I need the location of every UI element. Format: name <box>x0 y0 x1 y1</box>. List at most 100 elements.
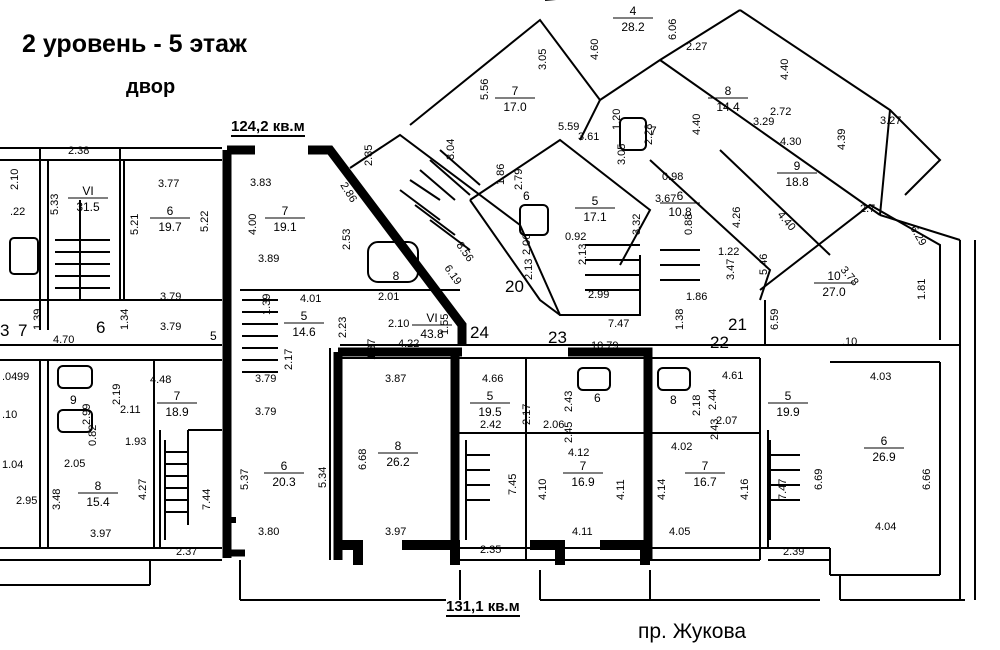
dimension-label: 4.60 <box>589 39 601 60</box>
dimension-label: 3.29 <box>753 116 774 128</box>
street-label: пр. Жукова <box>638 620 747 643</box>
area-bottom-label: 131,1 кв.м <box>446 598 520 617</box>
dimension-label: 4.00 <box>247 214 259 235</box>
dimension-label: 5.56 <box>479 79 491 100</box>
dimension-label: 2.06 <box>543 419 564 431</box>
dimension-label: 4.61 <box>722 370 743 382</box>
dimension-label: 2.45 <box>563 422 575 443</box>
dimension-label: 3.05 <box>537 49 549 70</box>
dimension-label: 6.29 <box>907 224 928 249</box>
dimension-label: 0.98 <box>662 171 683 183</box>
dimension-label: 3.67 <box>655 193 676 205</box>
dimension-label: 6.59 <box>769 309 781 330</box>
room-area: 10.8 <box>668 205 692 219</box>
yard-label: двор <box>126 76 176 98</box>
dimension-label: 2.37 <box>176 546 197 558</box>
dimension-label: 1.04 <box>2 459 23 471</box>
page-title: 2 уровень - 5 этаж <box>22 30 247 58</box>
room-number: 4 <box>630 4 637 18</box>
dimension-label: 1.86 <box>686 291 707 303</box>
room-area: 17.1 <box>583 210 607 224</box>
dimension-label: 1.39 <box>32 309 44 330</box>
room-area: 26.2 <box>386 455 410 469</box>
room-number: VI <box>82 184 93 198</box>
dimension-label: 5.33 <box>49 194 61 215</box>
room-number-7-bath: 7 <box>650 124 657 138</box>
dimension-label: 7.47 <box>777 479 789 500</box>
dimension-label: 1.81 <box>916 279 928 300</box>
dimension-label: 3.89 <box>258 253 279 265</box>
dimension-label: 4.26 <box>731 207 743 228</box>
dimension-label: 7.47 <box>608 318 629 330</box>
room-area: 19.1 <box>273 220 297 234</box>
dimension-label: 2.99 <box>588 289 609 301</box>
dimension-label: 1.86 <box>495 164 507 185</box>
dimension-label: 4.40 <box>779 59 791 80</box>
room-area: 16.9 <box>571 475 595 489</box>
dimension-label: 1.22 <box>718 246 739 258</box>
dimension-label: 4.14 <box>656 479 668 500</box>
section-number-22: 22 <box>710 333 729 352</box>
room-area: 27.0 <box>822 285 846 299</box>
dimension-label: 2.27 <box>686 41 707 53</box>
area-top-label: 124,2 кв.м <box>231 118 305 137</box>
room-area: 18.9 <box>165 405 189 419</box>
dimension-label: 3.27 <box>880 115 901 127</box>
room-area: 17.0 <box>503 100 527 114</box>
dimension-label: 4.48 <box>150 374 171 386</box>
dimension-label: 2.11 <box>120 404 141 416</box>
dimension-label: 3.48 <box>51 489 63 510</box>
dimension-label: 3.79 <box>255 406 276 418</box>
dimension-label: 5.59 <box>558 121 579 133</box>
dimension-label: 6.66 <box>921 469 933 490</box>
dimension-label: 2.99 <box>81 404 93 425</box>
room-area: 15.4 <box>86 495 110 509</box>
room-area: 26.9 <box>872 450 896 464</box>
room-area: 19.9 <box>776 405 800 419</box>
dimension-label: 2.01 <box>378 291 399 303</box>
dimension-label: 4.02 <box>671 441 692 453</box>
room-number: 8 <box>95 479 102 493</box>
dimension-label: 4.12 <box>568 447 589 459</box>
dimension-label: 3.77 <box>158 178 179 190</box>
room-number-9: 9 <box>70 393 77 407</box>
room-number: 6 <box>281 459 288 473</box>
room-number: 8 <box>725 84 732 98</box>
dimension-label: 2.17 <box>283 349 295 370</box>
section-number-7: 7 <box>18 321 27 340</box>
dimension-label: 2.13 <box>523 259 535 280</box>
dimension-label: 1.38 <box>674 309 686 330</box>
room-area: 18.8 <box>785 175 809 189</box>
section-number-20: 20 <box>505 277 524 296</box>
dimension-label: 5.21 <box>129 214 141 235</box>
room-number: 8 <box>393 269 400 283</box>
room-area: 16.7 <box>693 475 717 489</box>
section-numbers: 20 24 23 21 22 6 7 3 5 9 6 6 8 7 <box>0 124 747 407</box>
dimension-label: 2.10 <box>388 318 409 330</box>
room-number-6-upper: 6 <box>523 189 530 203</box>
room-number: 7 <box>702 459 709 473</box>
room-number: 5 <box>785 389 792 403</box>
section-number-3: 3 <box>0 321 9 340</box>
dimension-label: 2.95 <box>16 495 37 507</box>
room-area: 31.5 <box>76 200 100 214</box>
dimension-label: 2.38 <box>68 145 89 157</box>
room-number: 6 <box>167 204 174 218</box>
dimension-label: 6.69 <box>813 469 825 490</box>
dimension-label: 3.79 <box>160 321 181 333</box>
dimension-label: 7.45 <box>507 474 519 495</box>
selected-units <box>222 145 653 565</box>
room-area: 14.4 <box>716 100 740 114</box>
dimension-label: 1.20 <box>611 109 623 130</box>
dimension-label: 3.79 <box>160 291 181 303</box>
dimension-label: 6.68 <box>357 449 369 470</box>
dimension-label: 2.35 <box>363 145 375 166</box>
room-number: 8 <box>395 439 402 453</box>
dimension-label: 7.44 <box>201 489 213 510</box>
dimension-label: 3.47 <box>725 259 737 280</box>
dimension-label: 2.06 <box>521 234 533 255</box>
dimension-label: 3.32 <box>631 214 643 235</box>
dimension-label: 5.22 <box>199 211 211 232</box>
